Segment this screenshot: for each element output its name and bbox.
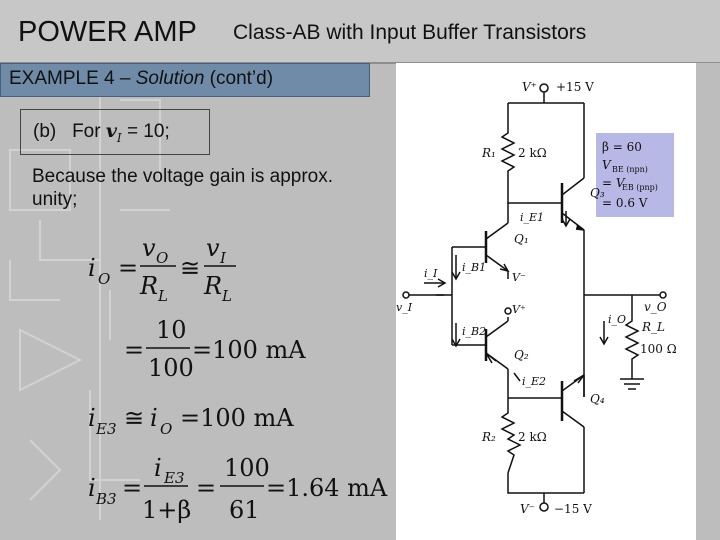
label-vplus-value: +15 V [556, 80, 594, 94]
label-q4: Q₄ [590, 392, 605, 406]
bottom-rail [507, 473, 584, 494]
eq2-op: = [124, 336, 144, 364]
equation-ie3: i E3 ≅ i O =100 mA [88, 404, 294, 438]
r2-resistor [500, 398, 522, 474]
eq3-mid-sub: O [160, 420, 172, 438]
part-value: = 10; [126, 121, 170, 142]
eq3-lhs-sub: E3 [95, 420, 117, 438]
eq4-lhs-sub: B3 [95, 490, 117, 508]
label-ib2: i_B2 [462, 325, 486, 338]
eq1-num1-sub: O [156, 249, 168, 267]
label-r2-value: 2 kΩ [518, 430, 547, 444]
eq4-result: =1.64 mA [266, 474, 388, 502]
label-vminus-value: −15 V [554, 502, 592, 516]
label-vo: v_O [644, 300, 667, 314]
example-heading-box: EXAMPLE 4 – Solution (cont’d) [0, 63, 370, 97]
eq4-den2: 61 [229, 496, 260, 524]
label-ii: i_I [424, 267, 438, 280]
slide-title: POWER AMP [18, 16, 197, 48]
r1-resistor [500, 103, 516, 188]
label-ie1: i_E1 [520, 211, 544, 224]
vminus-terminal [539, 502, 549, 512]
param-veb-pnp: = V [602, 176, 626, 190]
label-r1-value: 2 kΩ [518, 146, 547, 160]
part-label: (b) [33, 121, 57, 142]
label-vi: v_I [396, 301, 413, 314]
param-vbe-value: = 0.6 V [602, 196, 648, 210]
label-q3: Q₃ [590, 186, 605, 200]
label-io: i_O [608, 313, 626, 326]
part-b-box: (b) For vI = 10; [20, 109, 210, 155]
label-r1: R₁ [481, 146, 496, 160]
eq1-op1: = [118, 254, 138, 282]
eq2-num: 10 [156, 316, 187, 344]
title-bar: POWER AMP Class-AB with Input Buffer Tra… [0, 0, 720, 64]
param-veb-pnp-sub: EB (pnp) [622, 183, 658, 192]
eq4-den1: 1+β [142, 496, 191, 524]
label-q2: Q₂ [514, 348, 529, 362]
label-rl-value: 100 Ω [640, 342, 677, 356]
eq1-lhs: i [88, 254, 96, 282]
eq4-num1-sub: E3 [163, 469, 185, 487]
ground-symbol [620, 378, 644, 390]
slide-subtitle: Class-AB with Input Buffer Transistors [233, 21, 587, 44]
equation-io-value: = 10 100 =100 mA [124, 316, 306, 382]
eq1-op2: ≅ [180, 254, 200, 282]
eq1-num2-sub: I [219, 249, 227, 267]
eq1-den1: R [139, 272, 158, 300]
eq3-op: ≅ [124, 404, 144, 432]
label-vminus-q1: V⁻ [512, 271, 526, 284]
eq1-den2: R [203, 272, 222, 300]
label-q1: Q₁ [514, 232, 529, 246]
eq1-den1-sub: L [157, 287, 168, 305]
eq3-mid: i [150, 404, 158, 432]
gain-statement: Because the voltage gain is approx. unit… [32, 166, 334, 210]
part-b-text: (b) For vI = 10; [33, 120, 170, 145]
part-var-sub: I [116, 130, 122, 145]
param-vbe-npn-sub: BE (npn) [612, 165, 648, 174]
eq4-op: = [122, 474, 142, 502]
vplus-terminal [539, 83, 549, 93]
eq4-op2: = [196, 474, 216, 502]
param-beta: β = 60 [602, 140, 642, 154]
part-for: For [72, 121, 101, 142]
eq3-result: =100 mA [180, 404, 294, 432]
eq2-den: 100 [148, 354, 194, 382]
example-heading: EXAMPLE 4 – Solution (cont’d) [9, 68, 273, 90]
label-rl: R_L [641, 320, 665, 334]
background-schematic-watermark [9, 80, 170, 520]
eq2-result: =100 mA [192, 336, 306, 364]
label-r2: R₂ [481, 430, 496, 444]
eq4-lhs: i [88, 474, 96, 502]
eq3-lhs: i [88, 404, 96, 432]
eq1-num1: v [142, 234, 156, 262]
equation-io: i O = v O R L ≅ v I R L [88, 234, 236, 305]
eq4-num2: 100 [224, 454, 270, 482]
equation-block: i O = v O R L ≅ v I R L = 10 100 =100 mA… [88, 234, 388, 524]
parameter-box [596, 133, 674, 217]
eq1-lhs-sub: O [98, 270, 110, 288]
part-var: v [105, 120, 117, 142]
equation-ib3: i B3 = i E3 1+β = 100 61 =1.64 mA [88, 454, 388, 524]
eq1-num2: v [206, 234, 220, 262]
example-heading-suffix: (cont’d) [204, 68, 274, 89]
eq1-den2-sub: L [221, 287, 232, 305]
rl-resistor [624, 295, 640, 369]
label-ib1: i_B1 [462, 261, 486, 274]
example-heading-prefix: EXAMPLE 4 – [9, 68, 136, 89]
label-vplus-q2: V⁺ [512, 303, 526, 316]
example-heading-italic: Solution [135, 68, 205, 89]
circuit-schematic: β = 60 V BE (npn) = V EB (pnp) = 0.6 V V… [396, 63, 696, 540]
label-vminus: V⁻ [520, 502, 535, 516]
label-vplus: V⁺ [522, 80, 537, 94]
right-edge-strip [696, 63, 720, 540]
eq4-num1: i [154, 454, 162, 482]
label-ie2: i_E2 [522, 375, 546, 388]
param-vbe-npn: V [602, 158, 612, 172]
